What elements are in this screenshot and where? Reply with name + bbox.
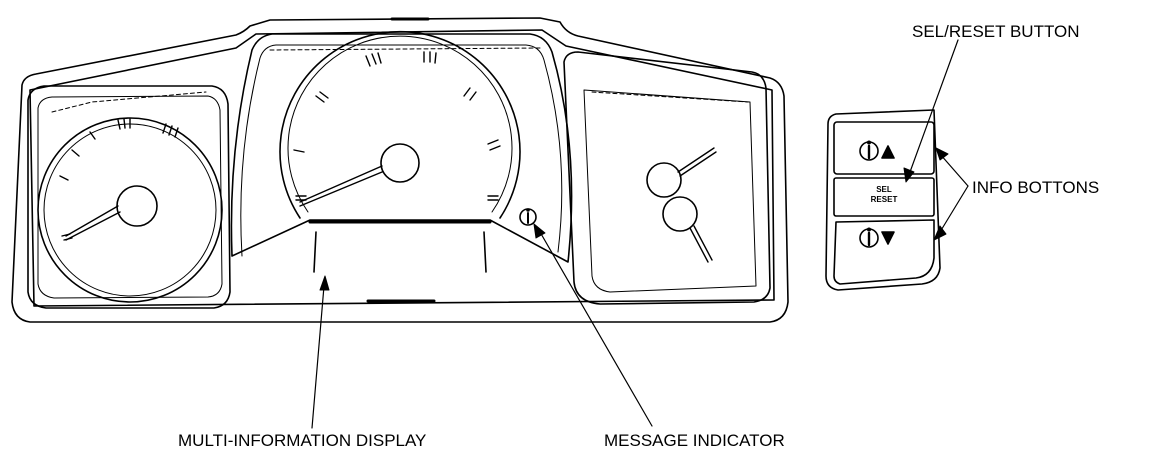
info-up-leader xyxy=(939,153,969,187)
reset-label: RESET xyxy=(871,195,898,204)
temp-gauge-needle xyxy=(689,227,709,263)
info-down-icon xyxy=(859,227,895,248)
fuel-gauge-hub xyxy=(646,162,682,198)
left-pod-inner xyxy=(37,95,223,299)
multi-information-display-label: MULTI-INFORMATION DISPLAY xyxy=(178,431,426,450)
sel-reset-button-label: SEL/RESET BUTTON xyxy=(912,22,1080,41)
tachometer-ticks xyxy=(59,118,179,241)
speedometer-ticks xyxy=(293,51,501,201)
right-pod-frame xyxy=(563,51,771,305)
sel-reset-button[interactable] xyxy=(833,177,935,217)
info-up-icon xyxy=(859,140,895,161)
display-leader xyxy=(311,285,325,429)
temp-gauge-hub xyxy=(662,196,698,232)
centre-pod-dashed-arc xyxy=(269,47,541,51)
right-pod-inner xyxy=(583,89,757,293)
cluster-inner-rim xyxy=(29,29,775,307)
speedometer-needle-edge xyxy=(299,165,383,203)
button-panel xyxy=(825,109,941,291)
message-indicator-arrow xyxy=(533,223,546,239)
message-indicator-icon xyxy=(519,208,537,226)
centre-pod-inner xyxy=(240,44,563,257)
fuel-gauge-needle-edge xyxy=(679,151,717,177)
info-buttons-label: INFO BOTTONS xyxy=(972,178,1099,197)
display-left-bracket xyxy=(313,231,317,273)
speedometer-needle xyxy=(299,171,383,207)
display-arrow xyxy=(319,275,330,291)
info-down-leader xyxy=(939,185,969,233)
speedometer-dial-inner xyxy=(287,35,513,213)
centre-pod-frame xyxy=(230,33,573,263)
message-indicator-leader xyxy=(539,231,653,427)
tachometer-needle-hub xyxy=(116,185,158,227)
speedometer-needle-hub xyxy=(380,143,420,183)
tachometer-needle xyxy=(65,211,121,241)
fuel-gauge-needle xyxy=(677,147,715,173)
left-pod-frame xyxy=(27,85,231,309)
sel-reset-leader xyxy=(909,39,959,173)
right-pod-dashed-arc xyxy=(591,91,749,103)
info-down-button[interactable] xyxy=(833,219,935,285)
display-right-bracket xyxy=(483,231,487,273)
message-indicator-label: MESSAGE INDICATOR xyxy=(604,431,785,450)
info-up-arrow xyxy=(935,147,949,161)
left-pod-dashed-arc xyxy=(51,91,207,113)
temp-gauge-needle-edge xyxy=(693,225,713,261)
cluster-housing xyxy=(11,17,789,323)
sel-reset-arrow xyxy=(903,167,915,183)
sel-label: SEL xyxy=(876,185,892,194)
info-up-button[interactable] xyxy=(833,121,935,175)
tachometer-dial xyxy=(37,117,223,303)
tachometer-needle-edge xyxy=(65,205,119,237)
speedometer-dial xyxy=(279,30,521,219)
tachometer-dial-inner xyxy=(43,123,217,297)
info-down-arrow xyxy=(933,225,947,241)
